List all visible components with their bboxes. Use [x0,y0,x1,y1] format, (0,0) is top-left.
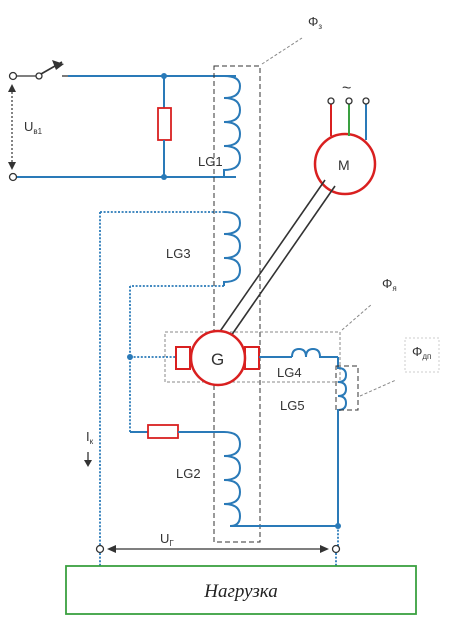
brush-right [244,346,260,370]
compensation-flux-box [404,337,440,373]
current-label: Iк [86,429,94,446]
load-box [65,565,417,615]
lg3-label: LG3 [166,246,191,261]
main-flux-frame [213,65,261,543]
switch-contact [35,72,43,80]
generator: G [130,329,260,387]
arrow-up-icon [8,84,16,92]
armature-flux-leader [341,303,373,331]
lg1-label: LG1 [198,154,223,169]
load-label: Нагрузка [203,581,277,602]
output-terminal-right [331,544,341,554]
compensation-flux-frame [335,365,359,411]
arrow-left-icon [107,545,116,553]
series-resistor-branch [130,424,224,439]
compensation-flux-leader [359,379,397,397]
current-arrow-icon [84,460,92,467]
switch-arrow-icon [52,60,64,70]
arrow-down-icon [8,162,16,170]
motor-body [313,132,377,196]
ac-symbol: ~ [342,80,351,97]
coil-lg4 [259,347,338,358]
generator-body [189,329,247,387]
output-voltage-label: UГ [160,531,174,548]
generator-label: G [211,350,224,369]
brush-left [175,346,191,370]
phase-terminal-3 [362,97,370,105]
compensation-flux-label: Φдп [412,344,431,361]
output-terminal-left [95,544,105,554]
input-circuit: Uв1 [8,60,236,182]
input-voltage-label: Uв1 [24,119,43,136]
lg2-label: LG2 [176,466,201,481]
phase-terminal-1 [327,97,335,105]
armature-flux-label: Φя [382,276,397,293]
coil-lg2 [223,431,338,527]
input-terminal-bottom [8,172,18,182]
coil-lg5 [337,357,348,526]
coil-lg1 [223,75,242,177]
motor-label: M [338,157,350,173]
coupling-shaft [213,179,336,347]
motor: M ~ [313,80,377,196]
main-flux-leader [261,37,303,65]
phase-terminal-2 [345,97,353,105]
coil-lg3 [100,211,242,287]
shunt-resistor [157,107,172,141]
input-terminal-top [8,71,18,81]
series-resistor [147,424,179,439]
armature-flux-frame [164,331,341,383]
arrow-right-icon [320,545,329,553]
main-flux-label: Φз [308,14,322,31]
lg4-label: LG4 [277,365,302,380]
lg5-label: LG5 [280,398,305,413]
